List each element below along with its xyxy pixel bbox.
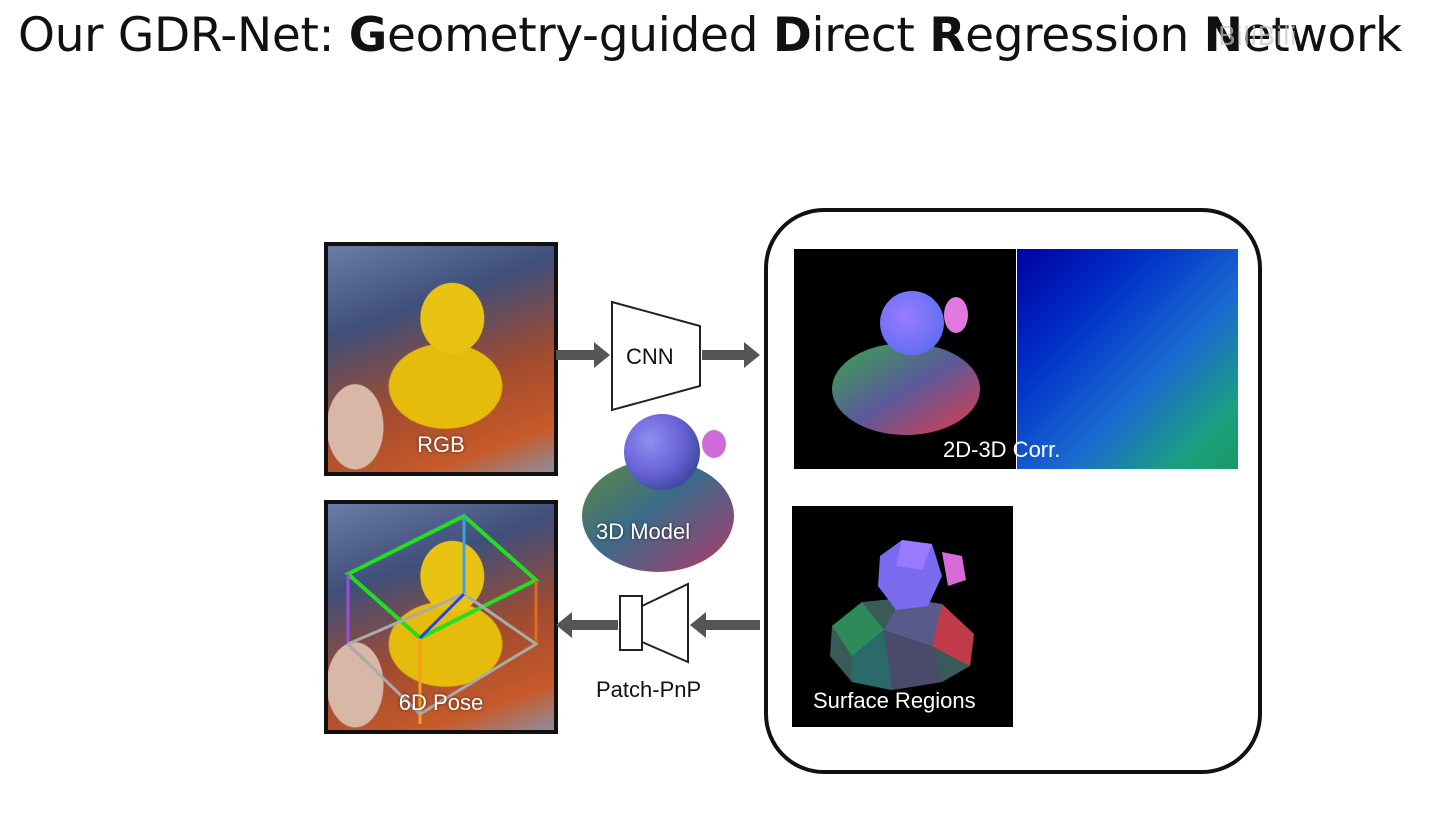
cnn-block (611, 300, 701, 412)
corr-gradient-panel (1017, 249, 1238, 469)
3d-model-shape (582, 414, 734, 572)
3d-model-label: 3D Model (596, 519, 691, 544)
pose-output-image: 6D Pose (324, 500, 558, 734)
arrow-outputs-to-pnp (690, 612, 760, 638)
pose-label: 6D Pose (398, 690, 484, 715)
surface-regions-label: Surface Regions (813, 688, 976, 713)
surface-regions-shape (830, 540, 974, 690)
cnn-label: CNN (626, 344, 674, 369)
pose-bounding-box (344, 513, 540, 724)
arrow-rgb-to-cnn (556, 342, 610, 368)
rgb-label: RGB (417, 432, 465, 457)
watermark: BiliBili (1218, 22, 1298, 52)
corr-duck-panel (794, 249, 1016, 469)
arrow-cnn-to-outputs (702, 342, 760, 368)
corr-duck-shape (832, 291, 980, 435)
corr-label: 2D-3D Corr. (943, 437, 1061, 462)
surface-regions-panel (792, 506, 1013, 727)
slide-title: Our GDR-Net: Geometry-guided Direct Regr… (18, 8, 1402, 63)
arrow-pnp-to-pose (556, 612, 618, 638)
patch-pnp-block (619, 582, 689, 664)
rgb-input-image: RGB (324, 242, 558, 476)
patch-pnp-label: Patch-PnP (596, 677, 702, 702)
